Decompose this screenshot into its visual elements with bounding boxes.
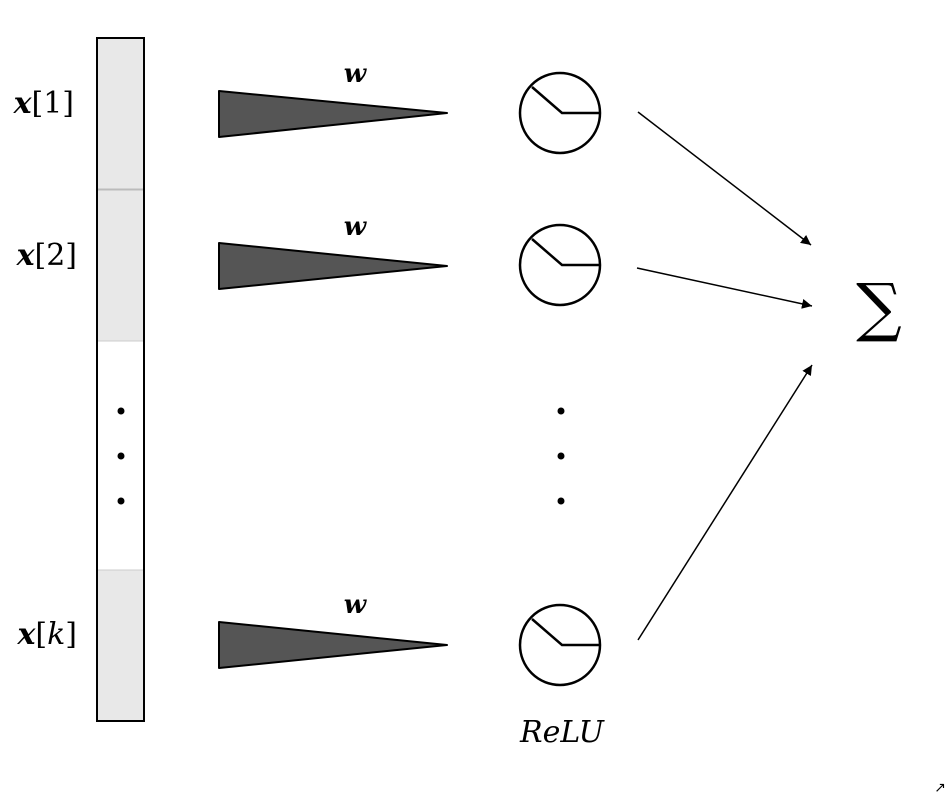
relu-unit [518,223,602,307]
relu-label: ReLU [519,715,606,750]
input-index: k [47,617,65,652]
relu-curve-icon [531,618,600,647]
relu-units: ReLU [518,71,606,750]
relu-ellipsis-dot [557,407,565,415]
vector-ellipsis-dot [117,407,125,415]
input-label-2: x[2] [16,238,77,273]
sum-symbol: ∑ [856,271,902,345]
arrow-line [637,111,812,246]
weight-triangle [218,621,448,669]
input-index: 2 [46,238,65,273]
relu-unit [518,71,602,155]
weight-label: w [344,212,368,242]
weight-label: w [344,590,368,620]
relu-ellipsis-dot [557,452,565,460]
input-cell-1 [97,38,144,189]
relu-curve-icon [531,238,600,267]
input-label-1: x[1] [13,86,74,121]
input-bracket-open: [ [35,617,47,652]
input-index: 1 [43,86,62,121]
relu-ellipsis-dot [557,497,565,505]
input-vector-border [96,37,145,722]
input-bracket-close: ] [65,238,77,273]
relu-unit [518,603,602,687]
input-bracket-close: ] [62,86,74,121]
connections [636,111,813,641]
input-label-k: x[k] [16,617,77,652]
input-var: x [13,86,33,121]
weight-triangle [218,90,448,138]
relu-curve-icon [531,86,600,115]
arrow-line [637,364,813,641]
weight-label: w [344,59,368,89]
weight-filters: w w w [218,59,448,669]
arrow-line [636,267,813,309]
input-cell-2 [97,190,144,341]
input-var: x [16,238,36,273]
vector-ellipsis-dot [117,497,125,505]
input-bracket-close: ] [65,617,77,652]
input-vector [96,37,145,722]
input-cell-k [97,570,144,721]
input-var: x [16,617,36,652]
input-bracket-open: [ [31,86,43,121]
vector-ellipsis-dot [117,452,125,460]
weight-triangle [218,242,448,290]
corner-arrow-icon: ↗ [934,780,946,795]
input-bracket-open: [ [34,238,46,273]
